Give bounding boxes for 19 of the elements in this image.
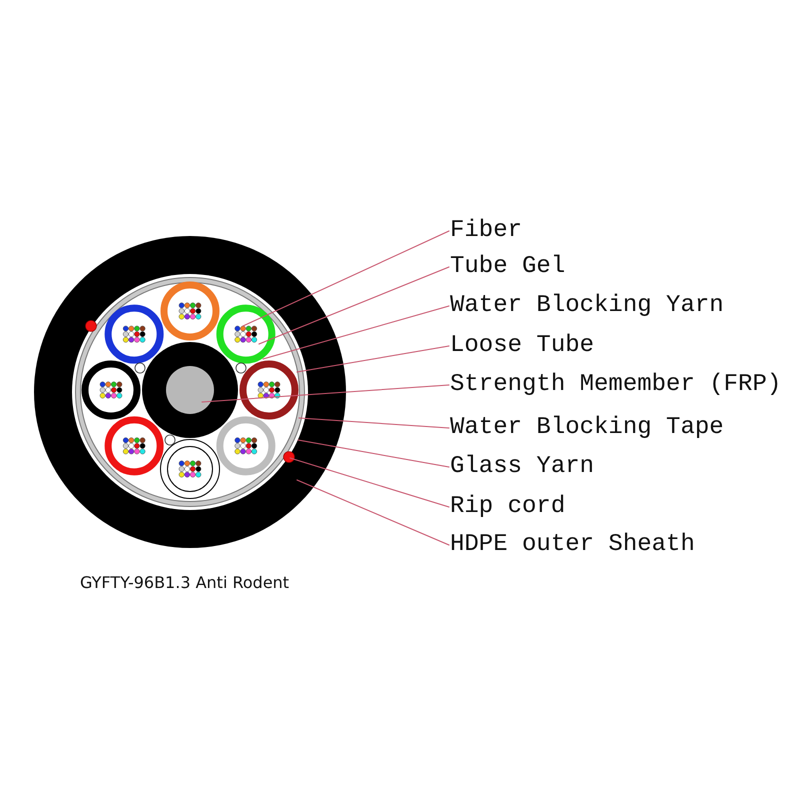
leader-line: [202, 384, 450, 402]
leader-line: [262, 306, 450, 360]
leader-line: [298, 418, 450, 428]
part-label: Tube Gel: [450, 253, 566, 281]
caption: GYFTY-96B1.3 Anti Rodent: [80, 573, 290, 593]
leader-line: [298, 440, 450, 468]
part-label: Fiber: [450, 217, 522, 245]
part-label: Water Blocking Yarn: [450, 292, 724, 320]
part-label: Water Blocking Tape: [450, 414, 724, 442]
part-label: Rip cord: [450, 493, 566, 521]
part-label: Strength Memember (FRP): [450, 371, 782, 399]
part-label: Loose Tube: [450, 332, 594, 360]
leader-line: [296, 346, 450, 372]
leader-line: [290, 458, 450, 508]
part-label: Glass Yarn: [450, 453, 594, 481]
leader-line: [242, 230, 450, 326]
part-label: HDPE outer Sheath: [450, 531, 695, 559]
leader-line: [296, 480, 450, 546]
leader-line: [258, 266, 450, 344]
